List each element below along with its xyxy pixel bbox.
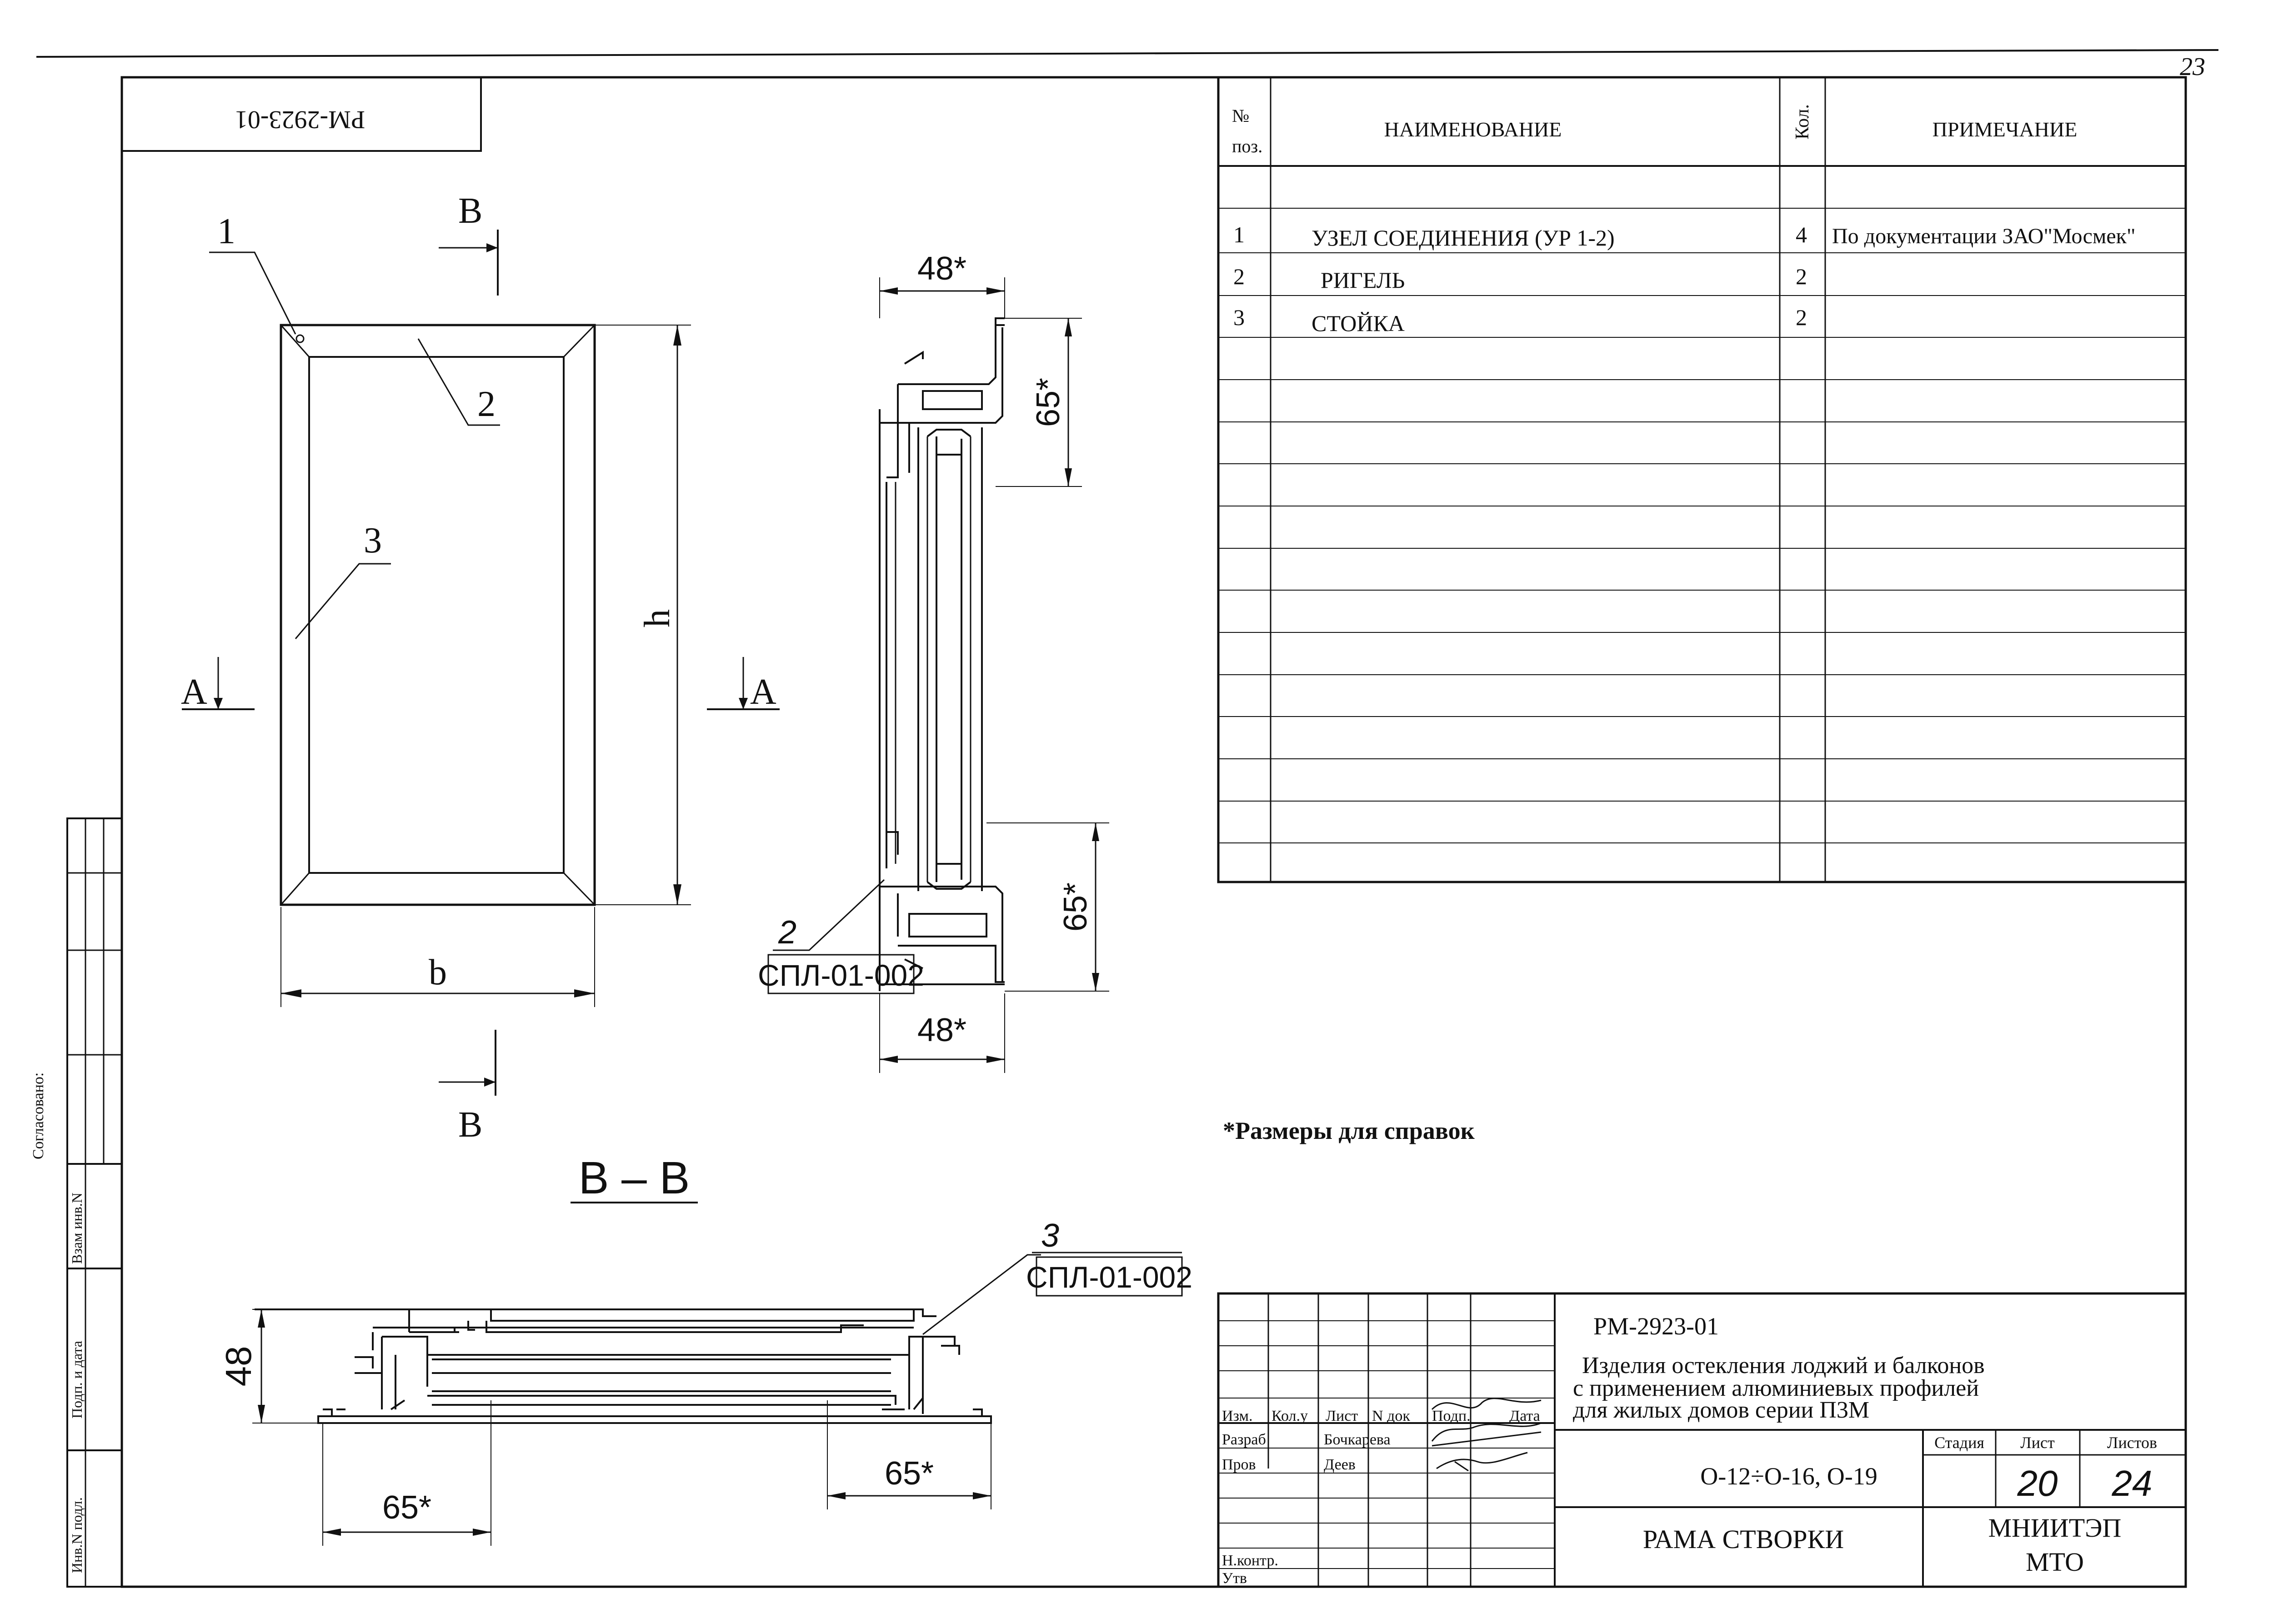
tb-sheet-title: РАМА СТВОРКИ [1643, 1524, 1844, 1554]
callout-a-2: 2 [778, 914, 796, 951]
frame-view: 1 2 3 В В А А h b [181, 191, 780, 1145]
tb-sheet-no: 20 [2017, 1463, 2058, 1504]
leader-3 [295, 563, 391, 639]
leader-b-3 [922, 1254, 1041, 1335]
row-1-pos: 1 [1233, 222, 1245, 247]
hdr-note: ПРИМЕЧАНИЕ [1933, 118, 2078, 141]
tb-role-nkontr: Н.контр. [1222, 1552, 1278, 1569]
row-3-pos: 3 [1233, 305, 1245, 330]
section-b-top: В [458, 191, 482, 231]
spec-table: № поз. НАИМЕНОВАНИЕ Кол. ПРИМЕЧАНИЕ 1 УЗ… [1217, 76, 2187, 883]
stamp-agreed: Согласовано: [30, 1073, 47, 1159]
row-1-note: По документации ЗАО"Мосмек" [1832, 224, 2136, 248]
callout-b-3: 3 [1041, 1218, 1059, 1254]
tb-hdr-podp: Подп. [1432, 1408, 1471, 1424]
tb-name-prov: Деев [1324, 1456, 1356, 1473]
tb-hdr-kolu: Кол.у [1272, 1408, 1308, 1424]
section-b-bottom: В [458, 1105, 482, 1145]
side-stamp: Согласовано: Взам инв.N Подп. и дата Инв… [30, 817, 123, 1588]
tb-name-razrab: Бочкарева [1324, 1431, 1391, 1448]
section-aa: 48* 65* 65* 48* 2 [758, 251, 1109, 1073]
tb-doc-code: РМ-2923-01 [1593, 1313, 1719, 1340]
profile-a-2: СПЛ-01-002 [758, 958, 924, 992]
signature-razrab [1431, 1398, 1542, 1447]
leader-2 [417, 338, 500, 426]
tb-project-3: для жилых домов серии П3М [1573, 1397, 1869, 1423]
row-3-name: СТОЙКА [1312, 311, 1405, 336]
hdr-pos-1: № [1232, 105, 1249, 126]
tb-role-prov: Пров [1222, 1456, 1256, 1473]
row-1-name: УЗЕЛ СОЕДИНЕНИЯ (УР 1-2) [1312, 225, 1615, 251]
section-a-right: А [750, 672, 776, 712]
tb-org-1: МНИИТЭП [1988, 1513, 2122, 1543]
dim-b-65-right: 65* [885, 1455, 934, 1492]
stamp-podp: Подп. и дата [69, 1341, 85, 1418]
leader-a-2 [773, 879, 885, 951]
hdr-pos-2: поз. [1232, 136, 1262, 156]
sheet-code-box [121, 76, 482, 152]
tb-hdr-izm: Изм. [1222, 1408, 1253, 1424]
row-2-qty: 2 [1796, 264, 1807, 289]
tb-hdr-list: Лист [1326, 1408, 1358, 1424]
tb-project-1: Изделия остекления лоджий и балконов [1582, 1353, 1985, 1378]
tb-org-2: МТО [2026, 1547, 2084, 1577]
section-bb-title: В – В [579, 1153, 690, 1203]
profile-label-box-2 [767, 954, 915, 994]
section-a-left: А [181, 672, 207, 712]
row-2-pos: 2 [1233, 264, 1245, 289]
stamp-vzam: Взам инв.N [69, 1193, 85, 1264]
row-3-qty: 2 [1796, 305, 1807, 330]
dim-width: b [429, 952, 447, 992]
callout-1: 1 [217, 211, 235, 251]
hdr-qty: Кол. [1792, 104, 1813, 140]
corner-joint-marker [295, 334, 305, 343]
dim-a-bottom-65: 65* [1057, 882, 1094, 932]
frame-outer [280, 324, 596, 906]
dim-b-48: 48 [218, 1346, 259, 1387]
profile-label-box-3 [1036, 1256, 1183, 1297]
tb-label-sheet: Лист [2020, 1434, 2055, 1452]
section-bb: В – В 48 65* 65* 3 СПЛ-01-002 [218, 1153, 1192, 1546]
dim-a-bottom-48: 48* [917, 1012, 966, 1048]
sheet-code-rotated: РМ-2923-01 [235, 105, 365, 134]
signature-prov [1436, 1452, 1528, 1472]
tb-sheets-total: 24 [2112, 1463, 2153, 1504]
title-block: РМ-2923-01 Изделия остекления лоджий и б… [1217, 1292, 2187, 1588]
sheet-top-edge [36, 49, 2219, 58]
tb-hdr-data: Дата [1509, 1408, 1540, 1424]
tb-hdr-ndok: N док [1372, 1408, 1410, 1424]
callout-2: 2 [477, 384, 496, 424]
row-2-name: РИГЕЛЬ [1321, 267, 1405, 293]
stamp-inv: Инв.N подл. [69, 1497, 85, 1573]
tb-role-utv: Утв [1222, 1570, 1247, 1587]
callout-3: 3 [364, 521, 382, 561]
tb-project-2: с применением алюминиевых профилей [1573, 1375, 1979, 1401]
dim-height: h [637, 609, 677, 627]
tb-designation: О-12÷О-16, О-19 [1700, 1463, 1877, 1490]
tb-label-sheets: Листов [2107, 1434, 2157, 1452]
dim-b-65-left: 65* [382, 1489, 431, 1526]
dim-a-top-65: 65* [1030, 378, 1066, 427]
tb-role-razrab: Разраб [1222, 1431, 1266, 1448]
leader-1 [209, 251, 296, 335]
hdr-name: НАИМЕНОВАНИЕ [1384, 118, 1562, 141]
row-1-qty: 4 [1796, 222, 1807, 247]
profile-b-3: СПЛ-01-002 [1026, 1260, 1192, 1294]
reference-note: *Размеры для справок [1223, 1117, 1475, 1144]
tb-label-stage: Стадия [1934, 1434, 1984, 1452]
dim-a-top-48: 48* [917, 251, 966, 287]
frame-inner [308, 356, 565, 874]
